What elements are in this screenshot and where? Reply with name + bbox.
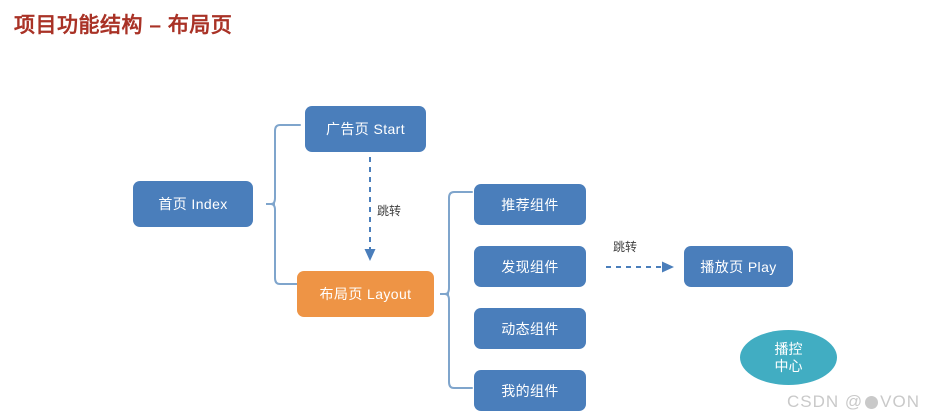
node-component-discover[interactable]: 发现组件 xyxy=(474,246,586,287)
watermark-prefix: CSDN @ xyxy=(787,392,864,411)
bracket-index-to-pages xyxy=(266,124,301,285)
csdn-watermark: CSDN @ VON xyxy=(787,392,920,412)
watermark-suffix: VON xyxy=(880,392,920,411)
edge-label-start-to-layout: 跳转 xyxy=(377,204,402,218)
node-layout[interactable]: 布局页 Layout xyxy=(297,271,434,317)
control-center-line-2: 中心 xyxy=(774,357,803,374)
node-component-recommend[interactable]: 推荐组件 xyxy=(474,184,586,225)
watermark-avatar-icon xyxy=(865,395,879,409)
node-component-dynamic[interactable]: 动态组件 xyxy=(474,308,586,349)
node-start[interactable]: 广告页 Start xyxy=(305,106,426,152)
edge-label-discover-to-play: 跳转 xyxy=(613,240,638,254)
bracket-layout-to-components xyxy=(440,191,473,389)
control-center-line-1: 播控 xyxy=(774,341,803,358)
connector-discover-to-play xyxy=(606,261,674,273)
node-control-center[interactable]: 播控 中心 xyxy=(740,330,837,385)
node-component-mine[interactable]: 我的组件 xyxy=(474,370,586,411)
node-index[interactable]: 首页 Index xyxy=(133,181,253,227)
page-title: 项目功能结构 – 布局页 xyxy=(14,14,233,37)
node-play[interactable]: 播放页 Play xyxy=(684,246,793,287)
connector-start-to-layout xyxy=(364,157,376,261)
